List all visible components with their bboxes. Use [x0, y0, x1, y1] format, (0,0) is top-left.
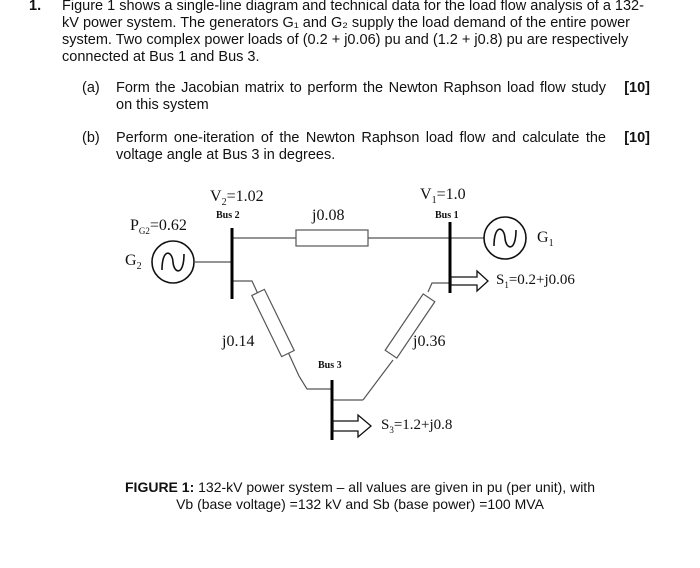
line12-impedance: j0.08: [312, 207, 345, 224]
load3-arrow-icon: [332, 413, 373, 439]
bus2-voltage: V2=1.02: [210, 188, 264, 209]
caption-line1: 132-kV power system – all values are giv…: [194, 479, 595, 495]
bus3-label: Bus 3: [318, 360, 342, 371]
part-a-marks: [10]: [624, 80, 650, 96]
part-a-label: (a): [82, 80, 100, 96]
bus1-voltage: V1=1.0: [420, 186, 466, 207]
caption-line2: Vb (base voltage) =132 kV and Sb (base p…: [176, 496, 544, 512]
gen2-power: PG2=0.62: [130, 217, 187, 237]
load3-label: S3=1.2+j0.8: [381, 417, 453, 435]
bus2-label: Bus 2: [216, 210, 240, 221]
part-b-text: Perform one-iteration of the Newton Raph…: [116, 130, 606, 163]
caption-label: FIGURE 1:: [125, 479, 195, 495]
load1-arrow-icon: [450, 269, 489, 293]
line13-impedance: j0.36: [413, 333, 446, 350]
question-number: 1.: [29, 0, 42, 14]
line23-impedance: j0.14: [222, 333, 255, 350]
generator-g1-icon: [483, 216, 527, 260]
part-b-marks: [10]: [624, 130, 650, 146]
gen2-label: G2: [125, 252, 142, 273]
question-text: Figure 1 shows a single-line diagram and…: [62, 0, 644, 65]
generator-g2-icon: [151, 240, 195, 284]
load1-label: S1=0.2+j0.06: [496, 272, 575, 290]
figure-caption: FIGURE 1: 132-kV power system – all valu…: [100, 479, 620, 513]
part-a-text: Form the Jacobian matrix to perform the …: [116, 80, 606, 113]
bus1-label: Bus 1: [435, 210, 459, 221]
part-b-label: (b): [82, 130, 100, 146]
gen1-label: G1: [537, 229, 554, 250]
